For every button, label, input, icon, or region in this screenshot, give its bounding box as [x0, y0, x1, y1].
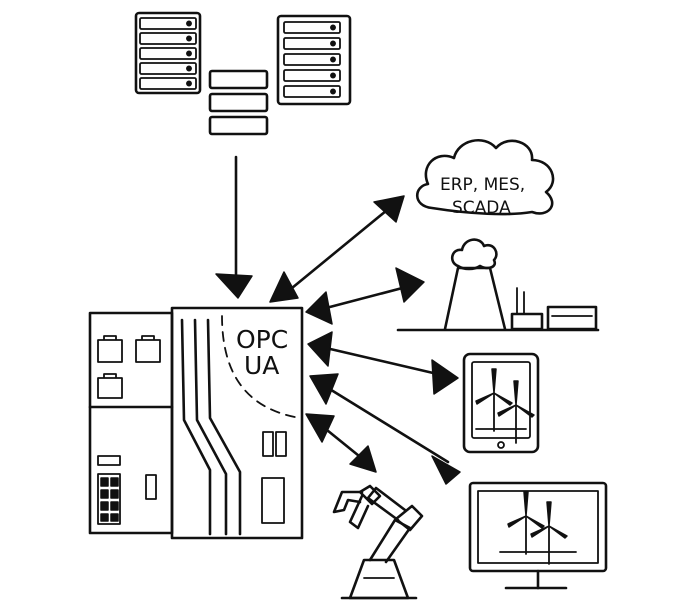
arrow-controller-robot: [305, 413, 377, 473]
server-rack-icon-left: [134, 11, 202, 95]
tablet-icon: [462, 352, 540, 454]
wind-turbine-icon: [507, 491, 568, 565]
arrow-servers-to-controller: [215, 155, 253, 299]
arrow-controller-tablet: [307, 331, 459, 395]
database-stack-icon: [208, 69, 269, 136]
factory-icon: [396, 238, 600, 332]
arrow-controller-cloud: [269, 195, 405, 303]
opc-ua-controller: OPC UA: [88, 306, 304, 540]
cloud-icon: ERP, MES, SCADA: [415, 138, 555, 218]
wind-turbine-icon: [475, 368, 535, 444]
monitor-icon: [468, 481, 608, 590]
robot-arm-icon: [332, 484, 424, 600]
arrow-controller-factory: [305, 267, 425, 325]
opc-label-line1: OPC: [236, 325, 288, 354]
opc-label-line2: UA: [244, 351, 279, 380]
server-rack-icon-right: [276, 14, 352, 106]
arrow-controller-monitor: [309, 373, 461, 485]
cloud-label-line1: ERP, MES,: [440, 175, 525, 195]
cloud-label-line2: SCADA: [452, 198, 511, 218]
